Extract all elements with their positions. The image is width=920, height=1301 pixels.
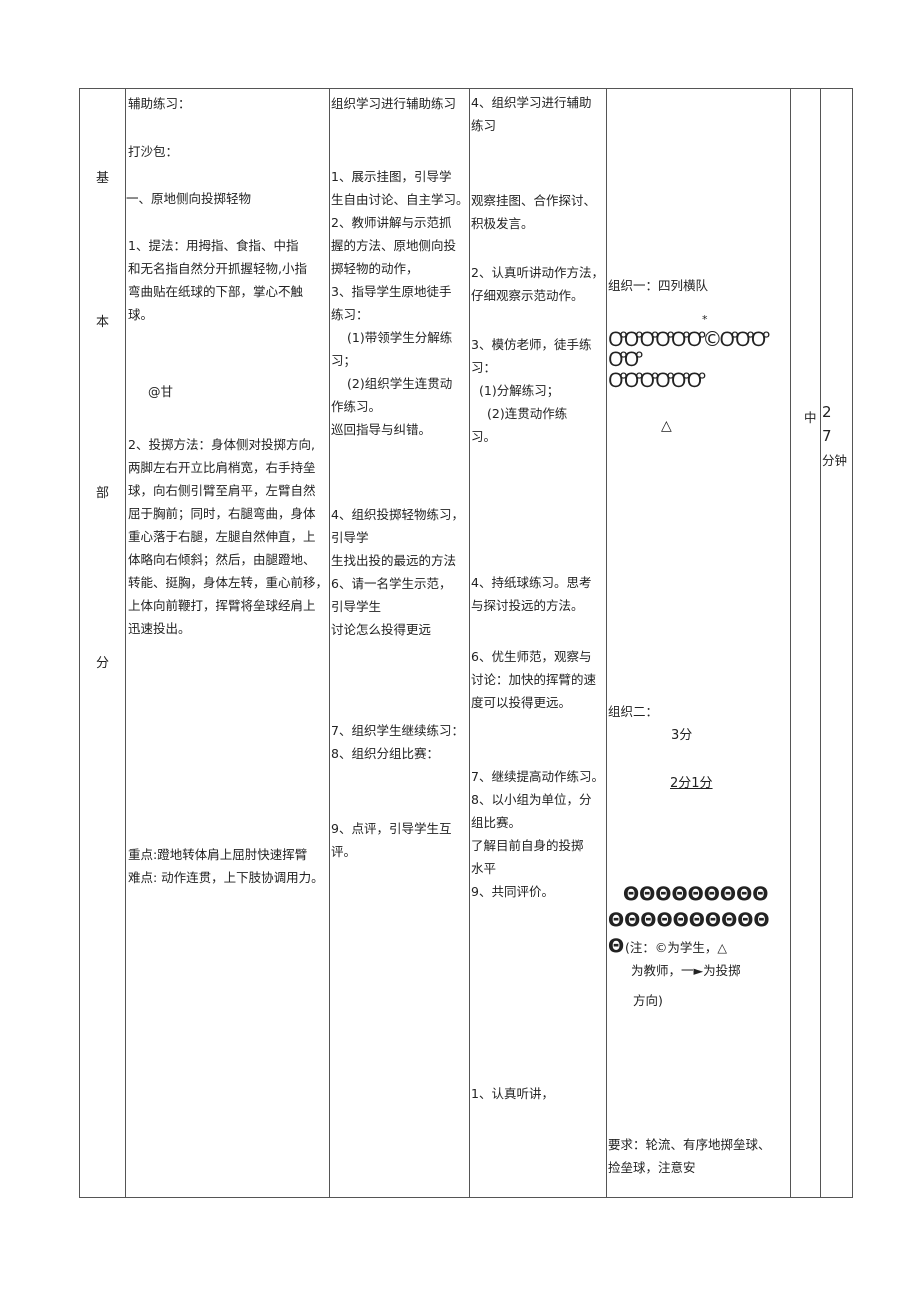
org2-label: 组织二： — [608, 704, 659, 719]
legend-note: 为教师，一►为投掷 — [631, 963, 741, 978]
throw-text: 2、投掷方法：身体侧对投掷方向, 两脚左右开立比肩梢宽，右手持垒 球，向右侧引臂… — [128, 437, 329, 636]
lesson-table: 基 本 部 分 辅助练习： 打沙包： 一、原地侧向投掷轻物 1、提法：用拇指、食… — [79, 88, 853, 1198]
teacher-step-4: 4、组织投掷轻物练习， 引导学 生找出投的最远的方法 6、请一名学生示范， 引导… — [331, 507, 464, 637]
col-divider — [329, 89, 330, 1197]
teacher-step-9: 9、点评，引导学生互 评。 — [331, 821, 452, 859]
student-step-4: 4、持纸球练习。思考 与探讨投远的方法。 — [471, 575, 592, 613]
student-step-7: 7、继续提高动作练习。 8、以小组为单位，分 组比赛。 了解目前自身的投掷 水平… — [471, 769, 604, 899]
section-label-char: 部 — [95, 486, 109, 501]
teacher-step-1: 1、展示挂图，引导学 生自由讨论、自主学习。 2、教师讲解与示范抓 握的方法、原… — [331, 169, 469, 437]
student-row: ΘΘΘΘΘΘΘΘΘ — [623, 883, 769, 905]
student-row: ꝌꝌꝌꝌꝌꝌ — [608, 368, 705, 392]
section-label-char: 本 — [95, 315, 109, 330]
teacher-heading: 组织学习进行辅助练习 — [331, 96, 457, 111]
intensity-label: 中 — [804, 410, 817, 425]
student-row: Θ — [608, 935, 625, 957]
section-label-char: 基 — [95, 171, 109, 186]
legend-note: 方向) — [633, 993, 663, 1008]
teacher-triangle: △ — [661, 418, 672, 434]
col-divider — [125, 89, 126, 1197]
teacher-step-7: 7、组织学生继续练习： 8、组织分组比赛： — [331, 723, 464, 761]
col-divider — [790, 89, 791, 1197]
distance-label: 3分 — [671, 728, 693, 743]
grip-symbol: @甘 — [148, 384, 174, 399]
section-label-char: 分 — [95, 656, 109, 671]
time-digit: 7 — [822, 427, 832, 445]
time-digit: 2 — [822, 403, 832, 421]
content-title: 辅助练习： — [128, 96, 191, 111]
time-unit: 分钟 — [822, 453, 848, 468]
col-divider — [820, 89, 821, 1197]
col-divider — [469, 89, 470, 1197]
legend-note: (注：©为学生，△ — [625, 940, 727, 955]
grip-text: 1、提法：用拇指、食指、中指 和无名指自然分开抓握轻物,小指 弯曲贴在纸球的下部… — [128, 238, 307, 322]
teacher-marker: * — [702, 313, 708, 326]
col-divider — [606, 89, 607, 1197]
student-listen: 1、认真听讲， — [471, 1086, 554, 1101]
student-step-1: 观察挂图、合作探讨、 积极发言。 — [471, 193, 597, 231]
content-subtitle: 打沙包： — [128, 144, 179, 159]
org1-label: 组织一：四列横队 — [608, 278, 709, 293]
requirements: 要求：轮流、有序地掷垒球、 捡垒球，注意安 — [608, 1137, 771, 1175]
distance-label: 2分1分 — [670, 776, 713, 791]
content-item: 一、原地侧向投掷轻物 — [126, 191, 252, 206]
student-heading: 4、组织学习进行辅助 练习 — [471, 95, 592, 133]
student-row: ΘΘΘΘΘΘΘΘΘΘ — [608, 909, 770, 931]
student-step-6: 6、优生师范，观察与 讨论：加快的挥臂的速 度可以投得更远。 — [471, 649, 597, 710]
student-row: ꝌꝌꝌꝌꝌꝌ©ꝌꝌꝌ — [608, 327, 769, 351]
difficult-point: 难点: 动作连贯，上下肢协调用力。 — [128, 870, 324, 885]
student-row: ꝌꝌ — [608, 347, 642, 371]
student-step-2: 2、认真听讲动作方法， 仔细观察示范动作。 — [471, 265, 604, 303]
student-step-3: 3、模仿老师，徒手练 习： (1)分解练习； (2)连贯动作练 习。 — [471, 337, 592, 444]
key-point: 重点:蹬地转体肩上屈肘快速挥臂 — [128, 847, 308, 862]
